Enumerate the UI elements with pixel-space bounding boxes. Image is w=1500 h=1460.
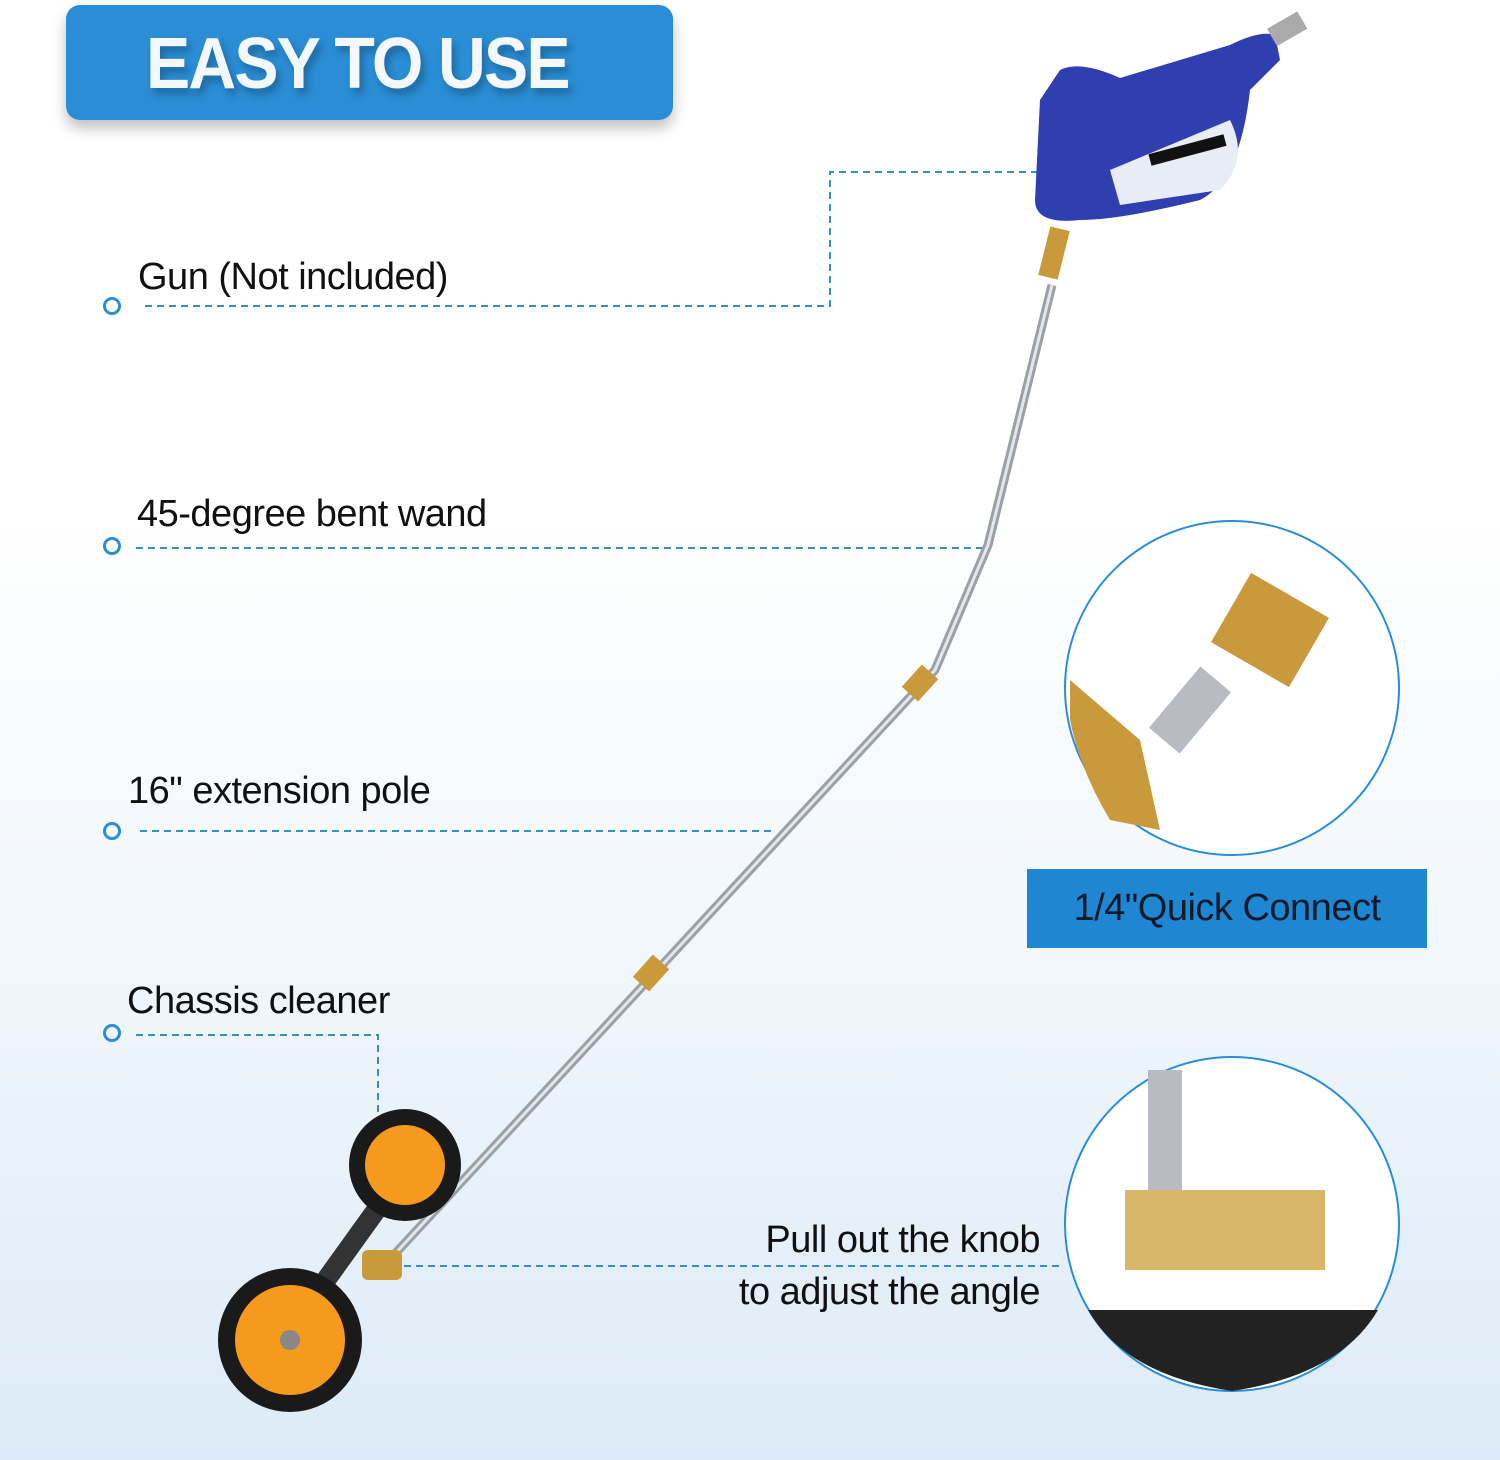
chassis-cleaner [218, 1109, 461, 1412]
callout-chassis-cleaner: Chassis cleaner [127, 980, 390, 1022]
quick-connect-label: 1/4"Quick Connect [1027, 869, 1427, 948]
wand [376, 226, 1070, 1274]
knob-caption-line2: to adjust the angle [738, 1271, 1041, 1313]
gun-icon [1035, 11, 1308, 221]
callout-dot [103, 537, 121, 555]
header-banner: EASY TO USE [66, 5, 673, 120]
callout-dot [103, 822, 121, 840]
callout-lines [136, 171, 1085, 1267]
callout-dot [103, 1024, 121, 1042]
knob-caption-line1: Pull out the knob [765, 1219, 1040, 1261]
page-title: EASY TO USE [146, 24, 571, 104]
quick-connect-detail [1064, 520, 1400, 856]
knob-caption: Pull out the knob to adjust the angle [738, 1214, 1041, 1318]
callout-bent-wand: 45-degree bent wand [137, 493, 487, 535]
callout-extension-pole: 16" extension pole [128, 770, 431, 812]
knob-detail [1064, 1056, 1400, 1392]
callout-gun: Gun (Not included) [138, 256, 448, 298]
callout-dot [103, 297, 121, 315]
